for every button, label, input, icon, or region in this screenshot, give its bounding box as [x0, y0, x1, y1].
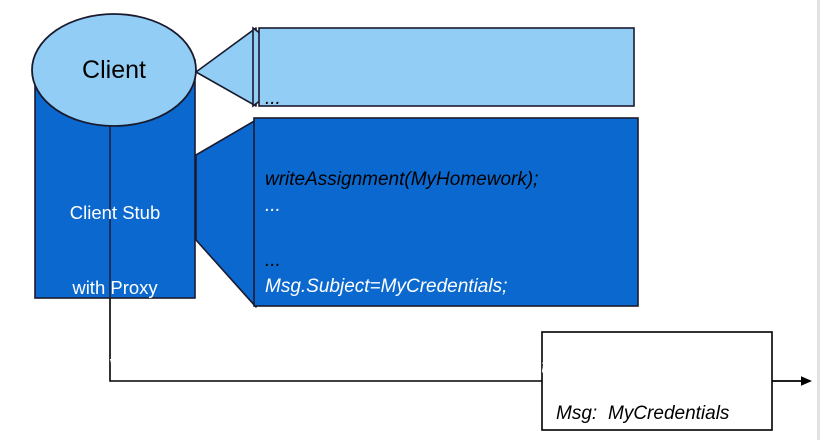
client-ellipse[interactable] — [31, 13, 197, 127]
callout-stub-tail — [195, 119, 257, 308]
connector-stub-to-message — [109, 296, 542, 382]
callout-stub-box[interactable] — [253, 117, 639, 307]
callout-client-tail — [195, 27, 257, 107]
message-box[interactable] — [541, 331, 773, 431]
arrowhead-icon — [801, 376, 812, 386]
callout-client-box[interactable] — [258, 27, 635, 107]
